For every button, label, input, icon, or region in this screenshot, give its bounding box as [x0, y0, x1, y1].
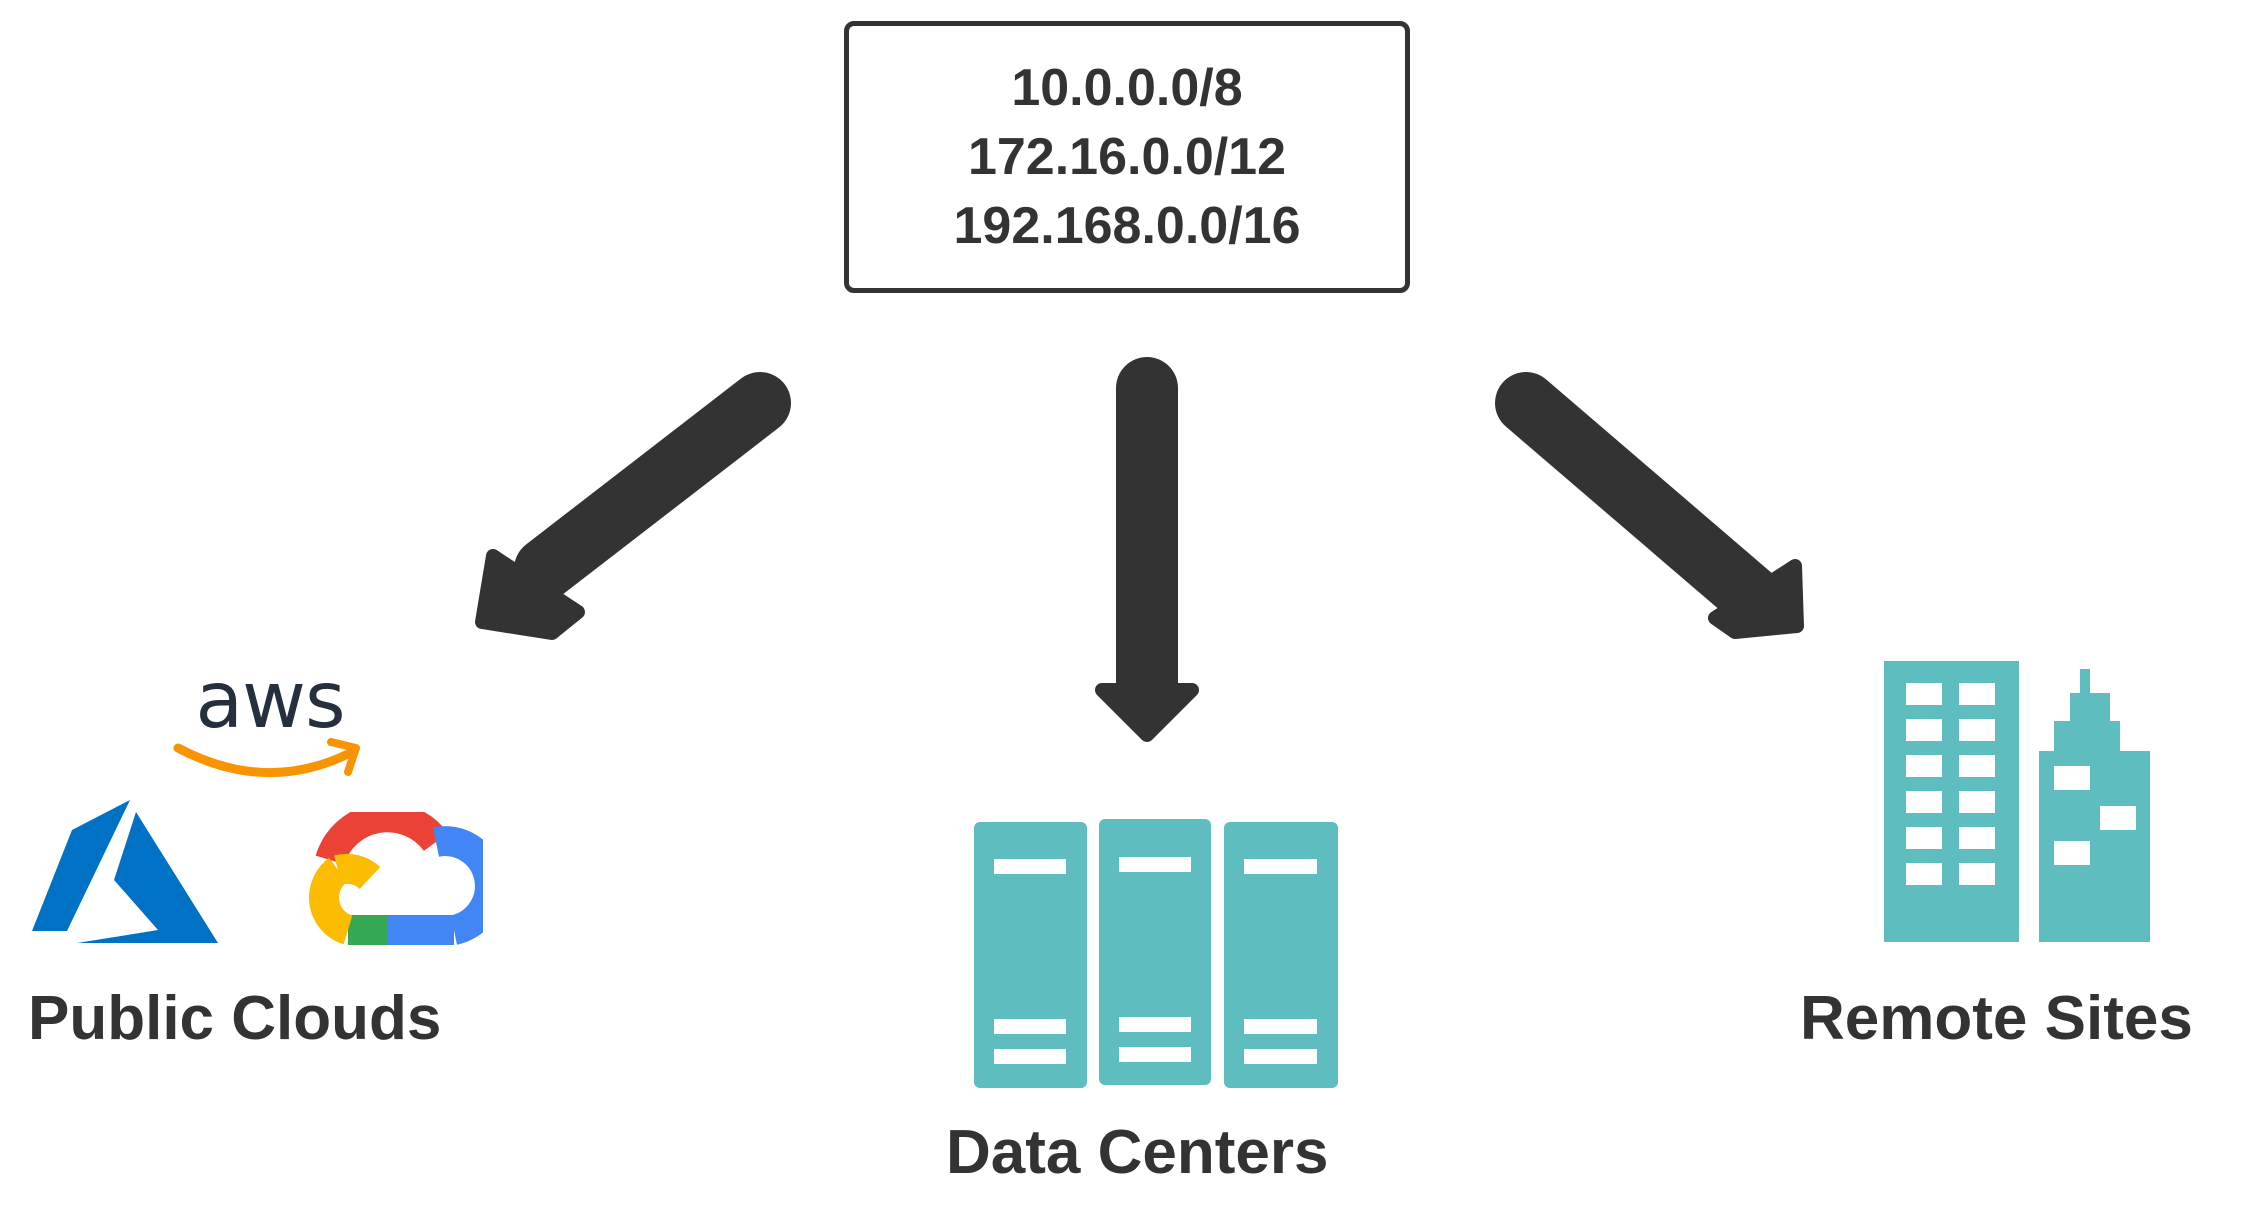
public-clouds-label: Public Clouds — [28, 984, 442, 1053]
aws-logo-icon: aws — [173, 660, 360, 777]
office-building-left — [1884, 661, 2019, 942]
office-buildings-icon — [1884, 661, 2150, 942]
arrow-to-remote-sites — [1495, 372, 1804, 639]
server-rack-2 — [1099, 819, 1211, 1085]
prefix-172: 172.16.0.0/12 — [967, 127, 1287, 186]
prefix-192: 192.168.0.0/16 — [953, 196, 1301, 255]
remote-sites-label: Remote Sites — [1800, 984, 2193, 1053]
prefix-10: 10.0.0.0/8 — [1011, 58, 1243, 117]
private-address-ranges-box: 10.0.0.0/8 172.16.0.0/12 192.168.0.0/16 — [844, 21, 1410, 293]
office-tower-right — [2039, 669, 2150, 942]
arrow-to-data-centers — [1095, 357, 1199, 742]
server-racks-icon — [974, 819, 1338, 1088]
google-cloud-logo-icon — [309, 812, 483, 945]
svg-text:aws: aws — [195, 660, 344, 746]
azure-logo-icon — [32, 800, 218, 943]
server-rack-1 — [974, 822, 1087, 1088]
server-rack-3 — [1224, 822, 1338, 1088]
data-centers-label: Data Centers — [946, 1118, 1329, 1187]
arrow-to-public-clouds — [475, 372, 791, 640]
